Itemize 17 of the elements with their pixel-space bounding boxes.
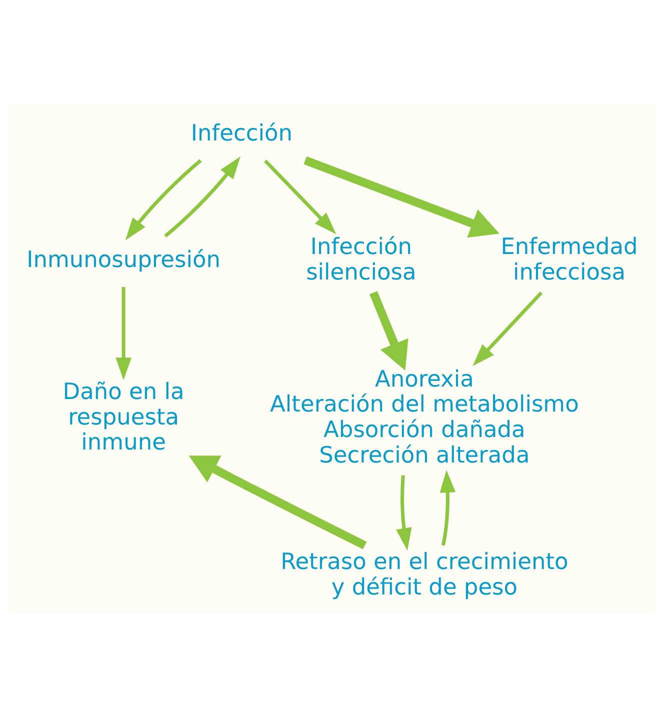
- node-text: Enfermedad infecciosa: [500, 234, 638, 285]
- arrow: [264, 159, 336, 234]
- arrow: [440, 470, 456, 546]
- arrow: [125, 158, 202, 240]
- node-text: Anorexia Alteración del metabolismo Absorción dañada Secreción alterada: [270, 366, 579, 468]
- node-text: Infección silenciosa: [306, 234, 416, 285]
- arrow: [396, 474, 412, 550]
- arrow: [369, 290, 408, 370]
- arrow: [116, 286, 132, 380]
- node-text: Retraso en el crecimiento y déficit de peso: [280, 548, 568, 600]
- node-text: Inmunosupresión: [26, 246, 220, 272]
- node-text: Infección: [190, 120, 292, 146]
- node-text: Daño en la respuesta inmune: [62, 378, 184, 456]
- arrow: [164, 156, 240, 237]
- arrow: [472, 291, 543, 366]
- arrow: [304, 156, 500, 238]
- arrow: [188, 455, 367, 549]
